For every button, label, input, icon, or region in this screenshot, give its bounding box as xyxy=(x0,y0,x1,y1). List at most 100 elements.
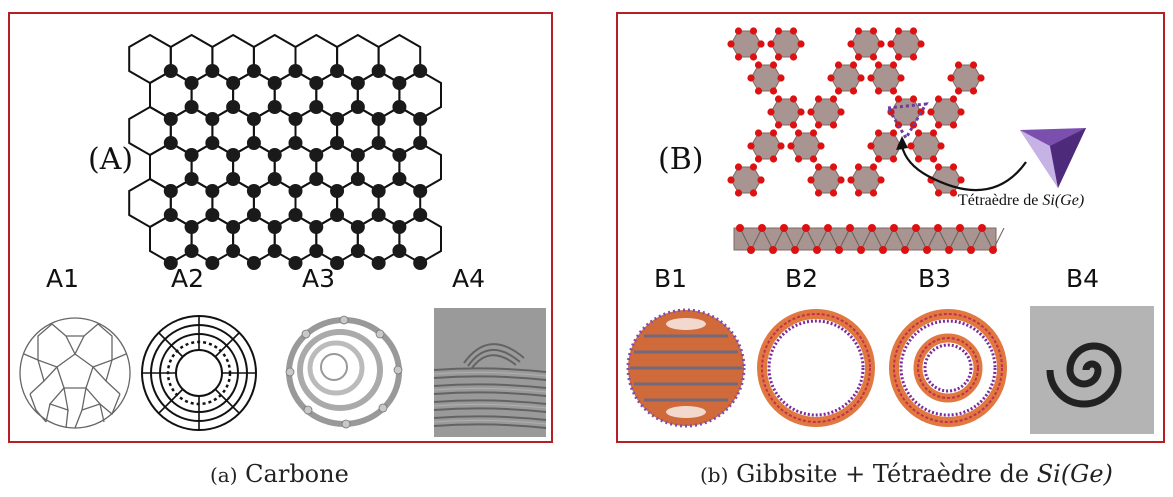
nanotube-end-view-illustration xyxy=(141,315,257,431)
caption-a: (a) Carbone xyxy=(210,460,349,488)
carbon-atom xyxy=(226,172,241,186)
carbon-atom xyxy=(392,76,407,90)
carbon-atom xyxy=(392,100,407,114)
carbon-atom xyxy=(350,100,365,114)
carbon-atom xyxy=(246,256,261,270)
panel-gibbsite: (B) Tétraèdre de Si(Ge) B1 B2 B3 B4 xyxy=(616,12,1165,443)
gibbsite-sheet-top-view xyxy=(727,27,985,197)
carbon-atom xyxy=(267,220,282,234)
carbon-atom xyxy=(267,76,282,90)
carbon-atom xyxy=(413,184,428,198)
panel-carbone: (A) A1 A2 A3 A4 xyxy=(8,12,553,443)
carbon-atom xyxy=(205,112,220,126)
fullerene-illustration xyxy=(19,317,131,429)
carbon-atom xyxy=(392,244,407,258)
panel-b-label: (B) xyxy=(658,142,704,177)
carbon-atom xyxy=(330,112,345,126)
carbon-atom xyxy=(163,136,178,150)
carbon-atom xyxy=(309,220,324,234)
carbon-atom xyxy=(350,172,365,186)
carbon-atom xyxy=(163,64,178,78)
carbon-atom xyxy=(205,256,220,270)
double-wall-nanotube-illustration xyxy=(889,309,1007,427)
sub-label-a1: A1 xyxy=(46,264,80,293)
carbon-atom xyxy=(246,208,261,222)
carbon-atom xyxy=(350,220,365,234)
single-wall-nanotube-illustration xyxy=(757,309,875,427)
carbon-atom xyxy=(371,184,386,198)
carbon-atom xyxy=(226,220,241,234)
nanotube-perspective-illustration xyxy=(285,315,403,429)
carbon-atom xyxy=(163,112,178,126)
carbon-atom xyxy=(309,76,324,90)
carbon-atom xyxy=(226,76,241,90)
carbon-atom xyxy=(371,112,386,126)
carbon-atom xyxy=(288,184,303,198)
carbon-atom xyxy=(246,136,261,150)
carbon-atom xyxy=(350,76,365,90)
carbon-atom xyxy=(226,148,241,162)
carbon-atom xyxy=(371,64,386,78)
carbon-atom xyxy=(205,64,220,78)
carbon-atom xyxy=(413,208,428,222)
carbon-atom xyxy=(246,64,261,78)
carbon-atom xyxy=(392,148,407,162)
carbon-atom xyxy=(267,100,282,114)
carbon-atom xyxy=(288,208,303,222)
sub-label-b1: B1 xyxy=(654,264,688,293)
carbon-atom xyxy=(226,244,241,258)
carbon-atom xyxy=(413,136,428,150)
tem-micrograph-a4 xyxy=(433,308,547,437)
carbon-atom xyxy=(309,148,324,162)
tetrahedron-label: Tétraèdre de Si(Ge) xyxy=(958,192,1085,209)
carbon-atom xyxy=(184,76,199,90)
gibbsite-sheet-side-view xyxy=(733,224,1005,254)
carbon-atom xyxy=(205,208,220,222)
carbon-atom xyxy=(288,64,303,78)
carbon-atom xyxy=(309,244,324,258)
carbon-atom xyxy=(184,172,199,186)
nanotube-bundle-illustration xyxy=(626,308,746,428)
graphene-sheet-illustration xyxy=(128,33,442,270)
sub-label-b4: B4 xyxy=(1066,264,1100,293)
carbon-atom xyxy=(246,112,261,126)
sub-label-a4: A4 xyxy=(452,264,486,293)
carbon-atom xyxy=(184,148,199,162)
carbon-atom xyxy=(413,112,428,126)
carbon-atom xyxy=(163,208,178,222)
sub-label-b3: B3 xyxy=(918,264,952,293)
carbon-atom xyxy=(309,100,324,114)
carbon-atom xyxy=(350,244,365,258)
carbon-atom xyxy=(350,148,365,162)
carbon-atom xyxy=(413,64,428,78)
carbon-atom xyxy=(163,184,178,198)
carbon-atom xyxy=(371,136,386,150)
carbon-atom xyxy=(288,112,303,126)
carbon-atom xyxy=(267,244,282,258)
sub-label-a3: A3 xyxy=(302,264,336,293)
carbon-atom xyxy=(267,148,282,162)
carbon-atom xyxy=(330,256,345,270)
carbon-atom xyxy=(371,256,386,270)
tem-micrograph-b4 xyxy=(1030,306,1154,434)
pointer-arrow xyxy=(896,136,1027,192)
carbon-atom xyxy=(205,136,220,150)
carbon-atom xyxy=(288,256,303,270)
tetrahedron-icon xyxy=(1020,128,1086,188)
caption-b: (b) Gibbsite + Tétraèdre de Si(Ge) xyxy=(700,460,1113,488)
carbon-atom xyxy=(163,256,178,270)
carbon-atom xyxy=(184,220,199,234)
carbon-atom xyxy=(392,172,407,186)
carbon-atom xyxy=(330,64,345,78)
panel-a-label: (A) xyxy=(88,142,134,177)
carbon-atom xyxy=(413,256,428,270)
sub-label-b2: B2 xyxy=(785,264,819,293)
carbon-atom xyxy=(309,172,324,186)
carbon-atom xyxy=(330,184,345,198)
carbon-atom xyxy=(288,136,303,150)
carbon-atom xyxy=(226,100,241,114)
carbon-atom xyxy=(330,136,345,150)
carbon-atom xyxy=(246,184,261,198)
carbon-atom xyxy=(392,220,407,234)
carbon-atom xyxy=(205,184,220,198)
